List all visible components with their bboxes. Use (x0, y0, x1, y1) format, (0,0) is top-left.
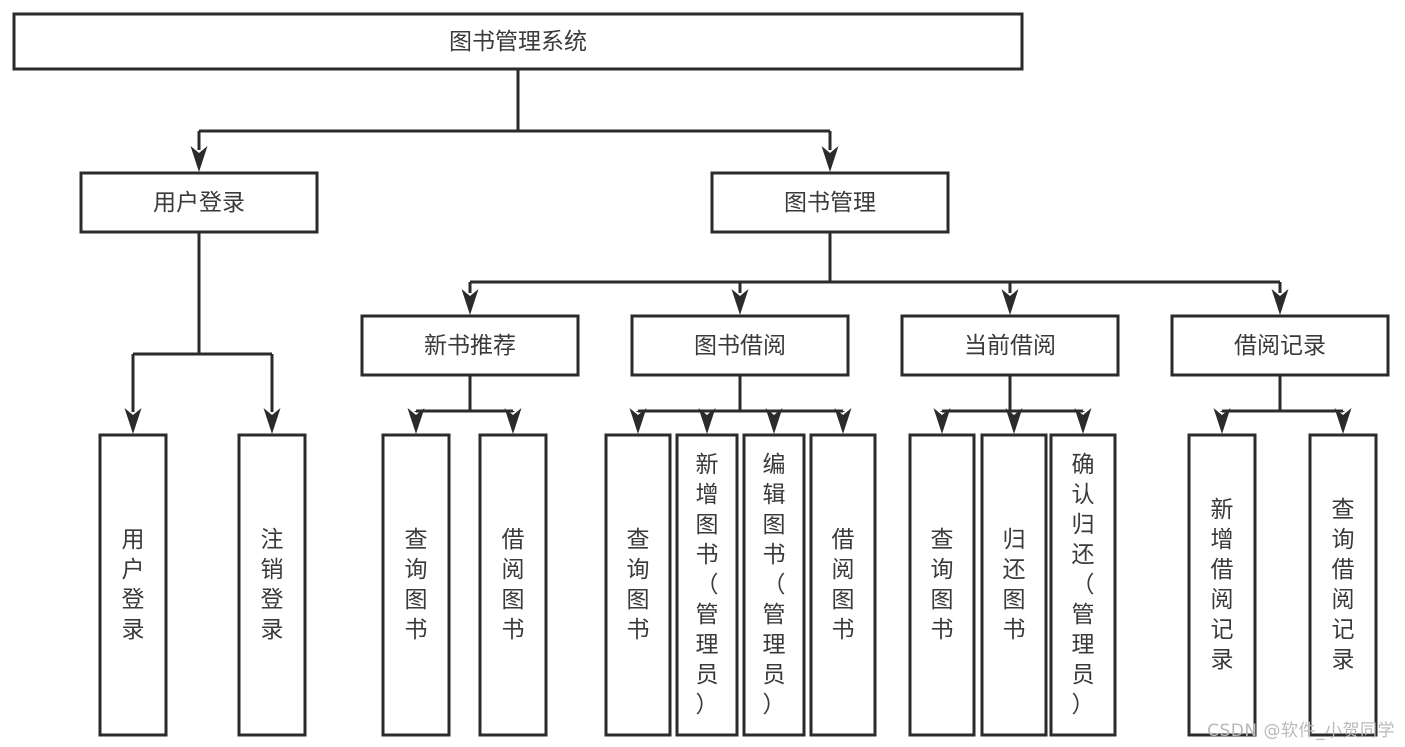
node-root[interactable]: 图书管理系统 (12, 12, 1024, 71)
node-label: 归还图书 (1003, 527, 1026, 643)
node-label: 查询图书 (627, 527, 650, 643)
node-label: 新增借阅记录 (1211, 497, 1234, 673)
node-n-book-mgmt[interactable]: 图书管理 (710, 171, 950, 234)
node-l-cu-query[interactable]: 查询图书 (908, 433, 976, 737)
node-label: 用户登录 (122, 527, 145, 643)
node-l-rc-query[interactable]: 查询借阅记录 (1308, 433, 1378, 737)
node-label: 当前借阅 (964, 333, 1056, 359)
node-label: 借阅记录 (1234, 333, 1326, 359)
node-l-bw-add[interactable]: 新增图书（管理员） (675, 433, 739, 737)
node-label: 新书推荐 (424, 333, 516, 359)
node-l-logout[interactable]: 注销登录 (237, 433, 307, 737)
node-n-current[interactable]: 当前借阅 (900, 314, 1120, 377)
node-n-new-book[interactable]: 新书推荐 (360, 314, 580, 377)
node-label: 注销登录 (261, 527, 284, 643)
node-label: 查询图书 (405, 527, 428, 643)
edges-layer (124, 69, 1352, 434)
node-label: 图书借阅 (694, 333, 786, 359)
node-label: 确认归还（管理员） (1072, 452, 1095, 718)
node-l-cu-return[interactable]: 归还图书 (980, 433, 1048, 737)
node-label: 查询借阅记录 (1332, 497, 1355, 673)
node-l-user-login[interactable]: 用户登录 (98, 433, 168, 737)
node-l-rc-add[interactable]: 新增借阅记录 (1187, 433, 1257, 737)
node-l-bw-borrow[interactable]: 借阅图书 (809, 433, 877, 737)
node-label: 用户登录 (153, 190, 245, 216)
node-l-bw-edit[interactable]: 编辑图书（管理员） (742, 433, 806, 737)
node-label: 借阅图书 (832, 527, 855, 643)
node-label: 查询图书 (931, 527, 954, 643)
node-label: 图书管理系统 (449, 29, 587, 55)
csdn-watermark: CSDN @软件_小贺同学 (1207, 721, 1395, 741)
node-label: 借阅图书 (502, 527, 525, 643)
node-l-bw-query[interactable]: 查询图书 (604, 433, 672, 737)
node-n-record[interactable]: 借阅记录 (1170, 314, 1390, 377)
node-n-user-login[interactable]: 用户登录 (79, 171, 319, 234)
node-l-nb-query[interactable]: 查询图书 (381, 433, 451, 737)
node-label: 图书管理 (784, 190, 876, 216)
node-n-borrow[interactable]: 图书借阅 (630, 314, 850, 377)
nodes-layer: 图书管理系统用户登录图书管理新书推荐图书借阅当前借阅借阅记录用户登录注销登录查询… (12, 12, 1390, 737)
node-label: 编辑图书（管理员） (763, 452, 786, 718)
node-label: 新增图书（管理员） (696, 452, 719, 718)
node-l-cu-confirm[interactable]: 确认归还（管理员） (1049, 433, 1117, 737)
node-l-nb-borrow[interactable]: 借阅图书 (478, 433, 548, 737)
